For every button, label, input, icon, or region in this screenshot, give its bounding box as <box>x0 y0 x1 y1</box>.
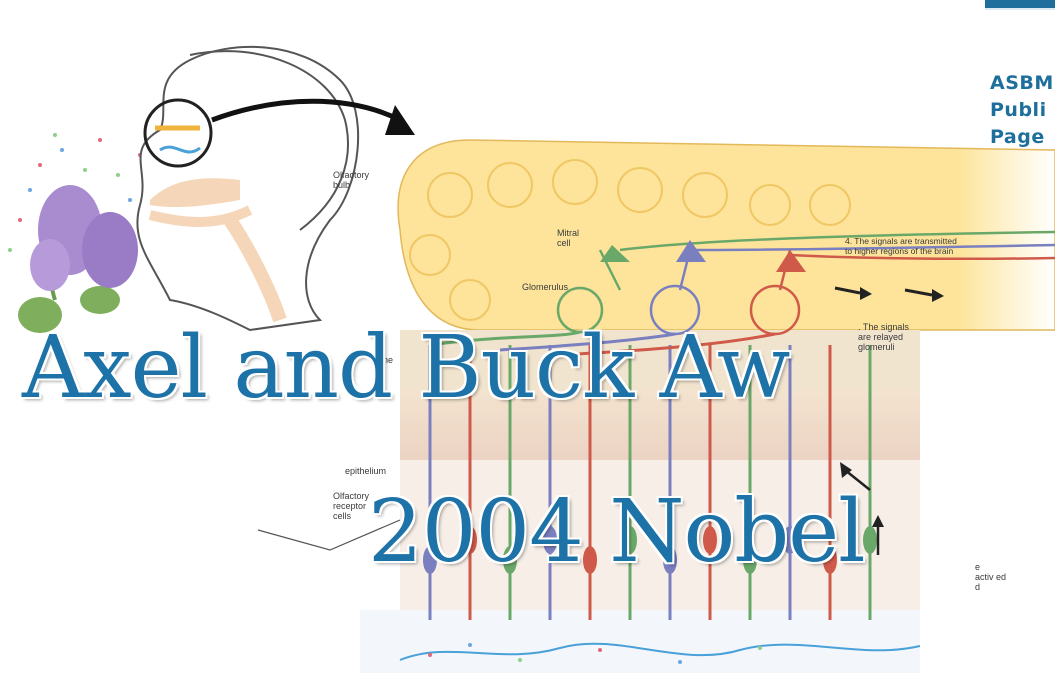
label-step-4: 4. The signals are transmitted to higher… <box>845 236 957 256</box>
label-epithelium: epithelium <box>345 466 386 476</box>
publication-line-2: Publi <box>990 97 1055 124</box>
publication-line-1: ASBMB <box>990 70 1055 97</box>
label-step-3: . The signals are relayed glomeruli <box>858 322 909 352</box>
publication-info: ASBMB Publi Page <box>990 70 1055 151</box>
lilac-flower-icon <box>18 185 138 333</box>
header-accent-bar <box>985 0 1055 8</box>
label-mitral-cell: Mitral cell <box>557 228 579 248</box>
label-glomerulus: Glomerulus <box>522 282 568 292</box>
label-olfactory-bulb: Olfactory bulb <box>333 170 369 190</box>
head-profile-icon <box>137 47 358 330</box>
publication-line-3: Page <box>990 124 1055 151</box>
headline-line-1: Axel and Buck Aw <box>22 318 789 418</box>
headline-line-2: 2004 Nobel <box>368 482 865 582</box>
label-olfactory-receptor-cells: Olfactory receptor cells <box>333 491 369 521</box>
label-step-bottom: e activ ed d <box>975 562 1006 592</box>
